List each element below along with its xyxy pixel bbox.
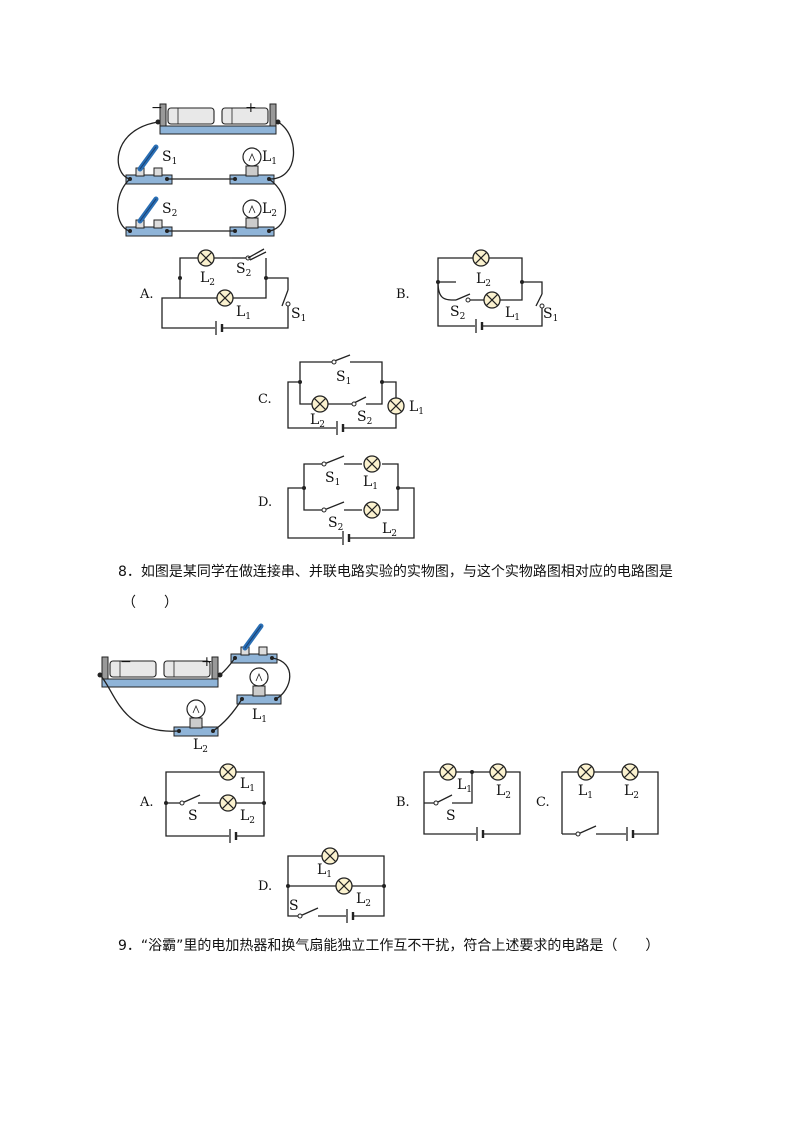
option-letter: B. xyxy=(396,795,410,810)
lamp-icon xyxy=(219,763,237,781)
question-8: 8．如图是某同学在做连接串、并联电路实验的实物图，与这个实物路图相对应的电路图是 xyxy=(118,561,673,581)
lamp-icon xyxy=(387,397,405,415)
lamp-icon xyxy=(219,794,237,812)
minus-label: − xyxy=(120,654,132,670)
option-letter: A. xyxy=(139,795,154,810)
wire xyxy=(212,698,243,732)
switch-label: S1 xyxy=(291,306,306,324)
lamp-label: L2 xyxy=(496,783,511,801)
q8-option-b[interactable]: B. L1 S L2 xyxy=(396,763,521,843)
lamp-label: L2 xyxy=(476,271,491,289)
option-letter: C. xyxy=(536,795,550,810)
q8-option-d[interactable]: D. L1 L2 S xyxy=(258,847,386,925)
question-9: 9．“浴霸”里的电加热器和换气扇能独立工作互不干扰，符合上述要求的电路是（ ） xyxy=(118,935,659,955)
lamp-label: L2 xyxy=(624,783,639,801)
lamp-icon xyxy=(197,249,215,267)
lamp-icon xyxy=(335,877,353,895)
bulb-l1-icon xyxy=(236,667,282,705)
lamp-icon xyxy=(363,501,381,519)
wire xyxy=(271,657,291,700)
l2-label: L2 xyxy=(262,201,277,219)
q8-photo: − + L1 L2 xyxy=(96,626,291,755)
q7-option-b[interactable]: B. L2 S2 L1 S1 xyxy=(396,249,558,335)
lamp-label: L2 xyxy=(356,891,371,909)
lamp-label: L2 xyxy=(240,808,255,826)
switch-label: S2 xyxy=(450,304,465,322)
lamp-icon xyxy=(489,763,507,781)
lamp-label: L1 xyxy=(236,304,251,322)
lamp-icon xyxy=(363,455,381,473)
wire xyxy=(268,178,287,232)
switch-label: S xyxy=(289,898,299,914)
q7-option-d[interactable]: D. S1 L1 S2 L2 xyxy=(258,455,415,547)
battery-holder-icon xyxy=(154,103,282,135)
answer-blank[interactable]: （ ） xyxy=(122,595,178,611)
l2-label: L2 xyxy=(193,737,208,755)
option-letter: C. xyxy=(258,392,272,407)
lamp-label: L1 xyxy=(363,474,378,492)
wire xyxy=(117,121,159,180)
lamp-icon xyxy=(311,395,329,413)
plus-label: + xyxy=(245,100,257,116)
option-letter: A. xyxy=(139,287,154,302)
switch-label: S2 xyxy=(328,515,343,533)
question-number: 8． xyxy=(118,564,141,580)
switch-label: S1 xyxy=(336,369,351,387)
switch-label: S2 xyxy=(357,409,372,427)
q7-option-a[interactable]: A. L2 S2 L1 S1 xyxy=(139,248,306,337)
l1-label: L1 xyxy=(262,149,277,167)
question-number: 9． xyxy=(118,938,141,954)
plus-label: + xyxy=(201,654,213,670)
battery-icon xyxy=(228,827,238,845)
s1-label: S1 xyxy=(162,149,177,167)
option-letter: B. xyxy=(396,287,410,302)
battery-icon xyxy=(474,317,484,335)
lamp-label: L1 xyxy=(578,783,593,801)
switch-label: S2 xyxy=(236,261,251,279)
lamp-label: L2 xyxy=(382,521,397,539)
wire xyxy=(99,674,180,732)
battery-icon xyxy=(475,825,485,843)
switch-label: S xyxy=(446,808,456,824)
switch-label: S1 xyxy=(543,306,558,324)
bulb-l2-icon xyxy=(173,699,219,737)
wire xyxy=(219,657,236,676)
switch-label: S xyxy=(188,808,198,824)
lamp-icon xyxy=(439,763,457,781)
q8-option-c[interactable]: C. L1 L2 xyxy=(536,763,659,843)
battery-icon xyxy=(214,319,224,337)
lamp-icon xyxy=(621,763,639,781)
lamp-label: L1 xyxy=(505,305,520,323)
wire xyxy=(268,121,295,180)
lamp-label: L1 xyxy=(317,862,332,880)
question-text: 如图是某同学在做连接串、并联电路实验的实物图，与这个实物路图相对应的电路图是 xyxy=(140,564,673,580)
lamp-label: L1 xyxy=(457,777,472,795)
lamp-icon xyxy=(577,763,595,781)
lamp-icon xyxy=(483,291,501,309)
lamp-label: L1 xyxy=(240,776,255,794)
lamp-label: L2 xyxy=(200,270,215,288)
option-letter: D. xyxy=(258,495,272,510)
option-letter: D. xyxy=(258,879,272,894)
battery-icon xyxy=(345,907,355,925)
question-text: “浴霸”里的电加热器和换气扇能独立工作互不干扰，符合上述要求的电路是（ ） xyxy=(140,938,660,954)
switch-label: S1 xyxy=(325,470,340,488)
s2-label: S2 xyxy=(162,201,177,219)
switch-icon xyxy=(231,626,277,663)
minus-label: − xyxy=(151,100,163,116)
battery-icon xyxy=(341,529,351,547)
battery-icon xyxy=(335,419,345,437)
l1-label: L1 xyxy=(252,707,267,725)
wire xyxy=(117,178,131,232)
q8-option-a[interactable]: A. L1 S L2 xyxy=(139,763,266,845)
battery-icon xyxy=(625,825,635,843)
lamp-icon xyxy=(472,249,490,267)
q7-option-c[interactable]: C. S1 L2 S2 L1 xyxy=(258,354,424,437)
q7-photo: − + S1 L1 S2 L2 xyxy=(117,100,295,236)
lamp-label: L2 xyxy=(310,412,325,430)
lamp-icon xyxy=(216,289,234,307)
lamp-label: L1 xyxy=(409,399,424,417)
